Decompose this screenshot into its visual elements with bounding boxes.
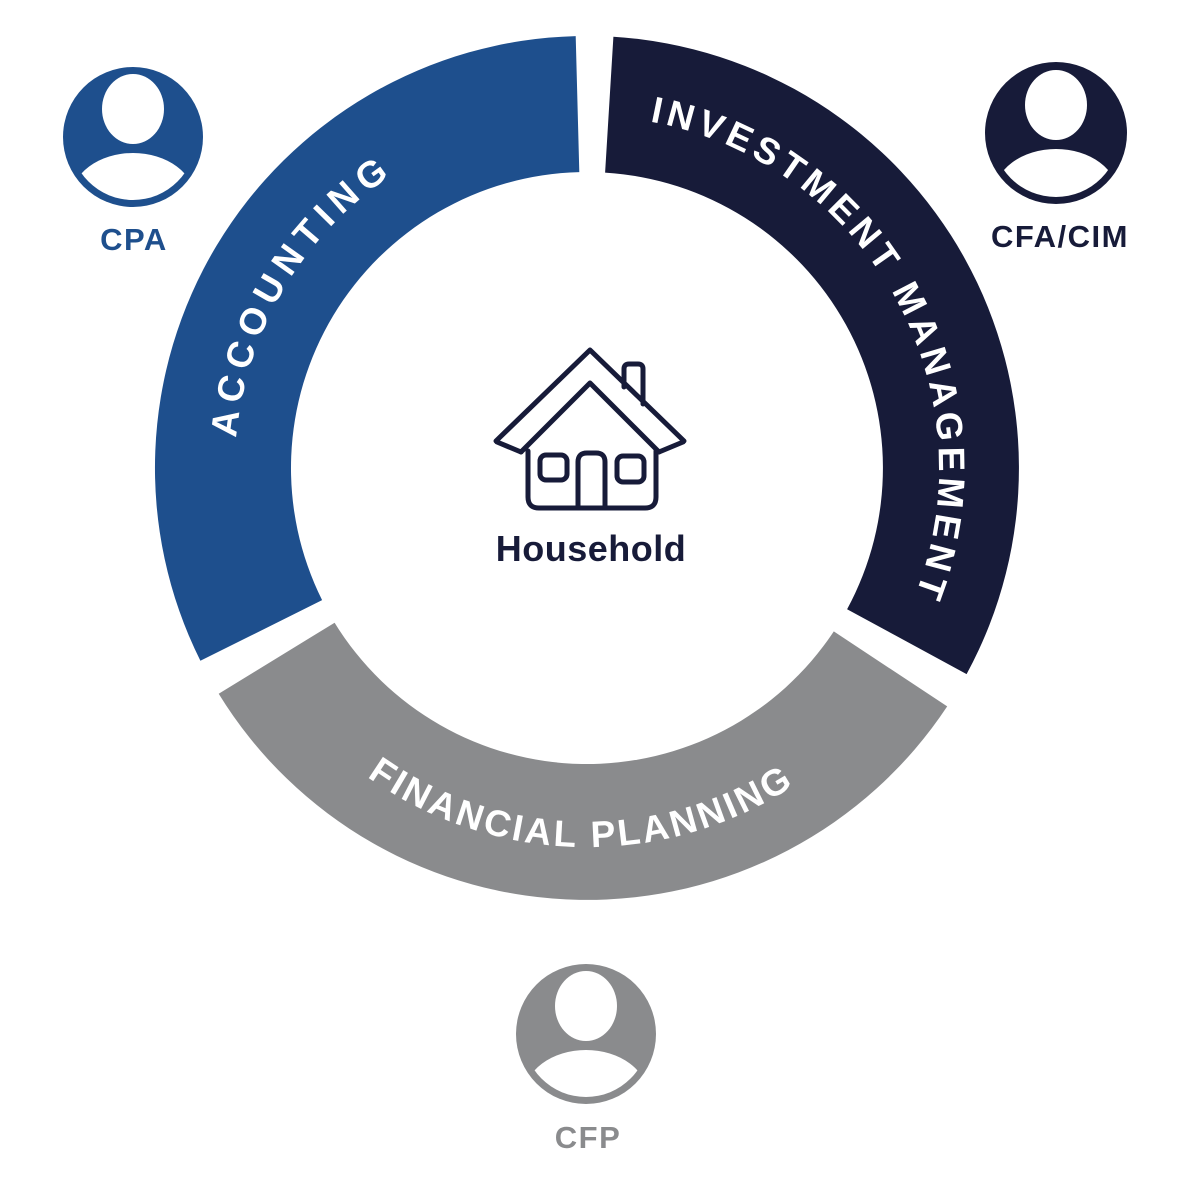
- credential-badges: CPA CFA/CIM CFP: [63, 62, 1129, 1155]
- person-shoulders: [994, 149, 1118, 197]
- person-head: [555, 971, 617, 1041]
- segment-investment-management: [605, 36, 1019, 675]
- segment-accounting: [154, 36, 580, 661]
- house-window-right: [614, 453, 647, 485]
- house-window-left: [537, 452, 570, 483]
- house-roof-inner: [518, 380, 662, 455]
- segment-financial-planning: [218, 622, 948, 900]
- house-body: [525, 448, 659, 511]
- house-roof-outer: [493, 347, 687, 444]
- badge-financial-planning: CFP: [516, 964, 656, 1155]
- house-roof-cap-right: [656, 439, 686, 455]
- person-head: [102, 74, 164, 144]
- house-chimney: [621, 361, 646, 407]
- badge-label-investment-management: CFA/CIM: [991, 219, 1129, 254]
- badge-label-accounting: CPA: [100, 222, 168, 257]
- badge-investment-management: CFA/CIM: [985, 62, 1129, 254]
- house-roof-cap-left: [494, 439, 524, 455]
- center-label: Household: [496, 528, 687, 569]
- house-door: [575, 450, 608, 511]
- house-icon: [493, 347, 687, 511]
- person-head: [1025, 70, 1087, 140]
- person-shoulders: [524, 1050, 648, 1097]
- badge-label-financial-planning: CFP: [555, 1120, 622, 1155]
- person-shoulders: [71, 153, 195, 200]
- badge-accounting: CPA: [63, 67, 203, 257]
